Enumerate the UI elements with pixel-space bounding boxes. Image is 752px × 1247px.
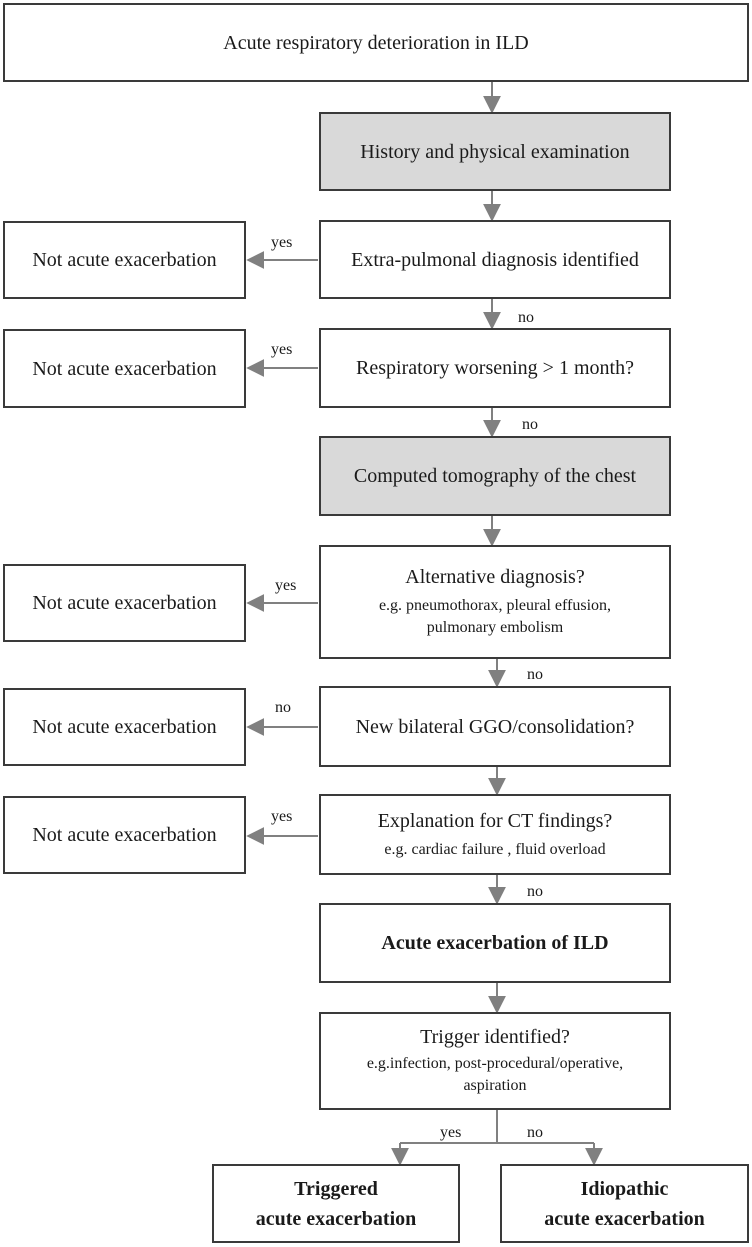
no-label-after-alternative: no bbox=[527, 666, 543, 683]
not-acute-box-1: Not acute exacerbation bbox=[3, 221, 246, 299]
no-label-after-worsening: no bbox=[522, 416, 538, 433]
not-acute-text-5: Not acute exacerbation bbox=[32, 824, 217, 846]
alternative-examples: e.g. pneumothorax, pleural effusion, pul… bbox=[378, 597, 612, 636]
not-acute-text-2: Not acute exacerbation bbox=[32, 357, 217, 380]
idiopathic-box: Idiopathic acute exacerbation bbox=[500, 1164, 749, 1243]
yes-label-alternative: yes bbox=[275, 577, 297, 594]
not-acute-text-3: Not acute exacerbation bbox=[32, 592, 217, 614]
yes-label-worsening: yes bbox=[271, 341, 293, 358]
no-label-after-extra: no bbox=[518, 309, 534, 326]
acute-exacerbation-box: Acute exacerbation of ILD bbox=[319, 903, 671, 983]
not-acute-box-2: Not acute exacerbation bbox=[3, 329, 246, 408]
explanation-box: Explanation for CT findings? e.g. cardia… bbox=[319, 794, 671, 875]
ct-box: Computed tomography of the chest bbox=[319, 436, 671, 516]
no-label-bilateral: no bbox=[275, 699, 291, 716]
history-box: History and physical examination bbox=[319, 112, 671, 191]
extra-pulmonal-text: Extra-pulmonal diagnosis identified bbox=[351, 248, 639, 271]
triggered-line1: Triggered bbox=[294, 1177, 378, 1200]
not-acute-box-4: Not acute exacerbation bbox=[3, 688, 246, 766]
history-text: History and physical examination bbox=[360, 140, 630, 163]
idiopathic-line1: Idiopathic bbox=[580, 1177, 669, 1200]
no-label-after-explanation: no bbox=[527, 883, 543, 900]
triggered-line2: acute exacerbation bbox=[255, 1207, 417, 1230]
worsening-text: Respiratory worsening > 1 month? bbox=[356, 357, 634, 379]
ct-text: Computed tomography of the chest bbox=[353, 465, 637, 487]
alternative-title: Alternative diagnosis? bbox=[405, 566, 585, 588]
start-text: Acute respiratory deterioration in ILD bbox=[223, 31, 529, 54]
yes-label-extra: yes bbox=[271, 234, 293, 251]
trigger-box: Trigger identified? e.g.infection, post-… bbox=[319, 1012, 671, 1110]
trigger-examples: e.g.infection, post-procedural/operative… bbox=[366, 1055, 624, 1094]
explanation-examples: e.g. cardiac failure , fluid overload bbox=[384, 840, 606, 858]
bilateral-box: New bilateral GGO/consolidation? bbox=[319, 686, 671, 767]
not-acute-text-1: Not acute exacerbation bbox=[32, 249, 217, 271]
trigger-title: Trigger identified? bbox=[420, 1026, 570, 1048]
alternative-box: Alternative diagnosis? e.g. pneumothorax… bbox=[319, 545, 671, 659]
bilateral-text: New bilateral GGO/consolidation? bbox=[355, 715, 635, 738]
not-acute-text-4: Not acute exacerbation bbox=[32, 716, 217, 738]
not-acute-box-3: Not acute exacerbation bbox=[3, 564, 246, 642]
start-box: Acute respiratory deterioration in ILD bbox=[3, 3, 749, 82]
acute-exacerbation-text: Acute exacerbation of ILD bbox=[381, 932, 609, 954]
yes-label-triggered: yes bbox=[440, 1124, 462, 1141]
not-acute-box-5: Not acute exacerbation bbox=[3, 796, 246, 874]
no-label-idiopathic: no bbox=[527, 1124, 543, 1141]
worsening-box: Respiratory worsening > 1 month? bbox=[319, 328, 671, 408]
idiopathic-line2: acute exacerbation bbox=[544, 1207, 705, 1230]
triggered-box: Triggered acute exacerbation bbox=[212, 1164, 460, 1243]
yes-label-explanation: yes bbox=[271, 808, 293, 825]
extra-pulmonal-box: Extra-pulmonal diagnosis identified bbox=[319, 220, 671, 299]
explanation-title: Explanation for CT findings? bbox=[377, 809, 613, 832]
